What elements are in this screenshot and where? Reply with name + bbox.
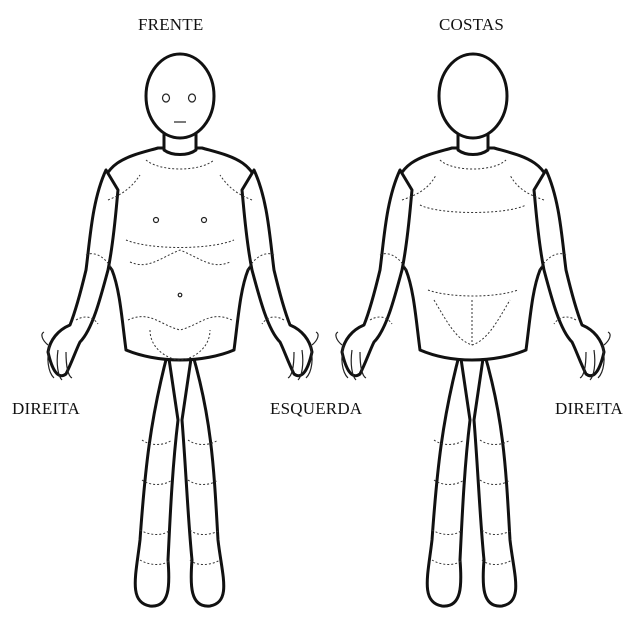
front-body-figure — [42, 54, 318, 606]
front-right-leg — [135, 352, 178, 606]
front-head — [146, 54, 214, 138]
back-torso — [393, 148, 554, 360]
front-right-arm — [48, 170, 118, 376]
back-left-arm — [342, 170, 412, 376]
front-left-arm — [242, 170, 312, 376]
back-left-leg — [427, 352, 470, 606]
back-head — [439, 54, 507, 138]
back-body-figure — [336, 54, 610, 606]
back-right-arm — [534, 170, 604, 376]
back-right-leg — [474, 352, 516, 606]
front-left-leg — [182, 352, 224, 606]
front-torso — [99, 148, 262, 360]
